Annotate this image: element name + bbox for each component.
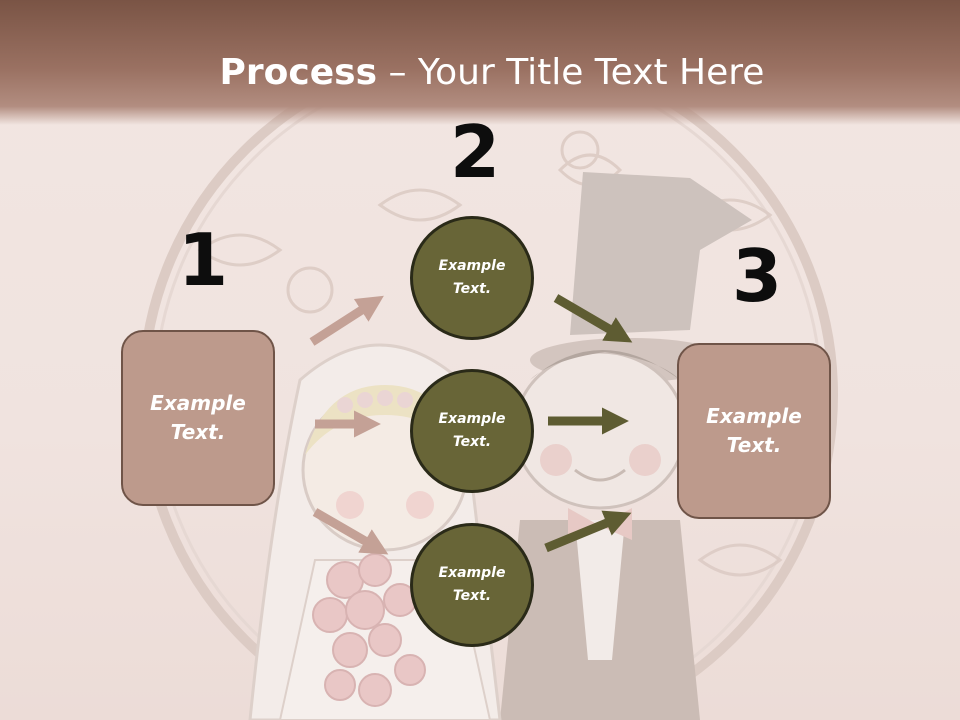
title-rest: – Your Title Text Here (377, 52, 765, 93)
step-circle-middle-label: Example Text. (438, 411, 506, 450)
arrow-icon (312, 508, 389, 555)
step-circle-bottom[interactable]: Example Text. (410, 523, 534, 647)
step-box-3-label: Example Text. (706, 404, 802, 457)
step-number-2: 2 (450, 110, 501, 194)
step-circle-top-label: Example Text. (438, 258, 506, 297)
arrow-icon (553, 294, 633, 343)
step-box-1-label: Example Text. (150, 391, 246, 444)
arrow-icon (309, 295, 384, 346)
step-circle-middle[interactable]: Example Text. (410, 369, 534, 493)
step-box-1[interactable]: Example Text. (121, 330, 275, 506)
step-number-1: 1 (178, 218, 229, 302)
slide-title: Process – Your Title Text Here (0, 52, 960, 93)
step-box-3[interactable]: Example Text. (677, 343, 831, 519)
arrow-icon (544, 510, 632, 553)
title-bold: Process (219, 52, 378, 93)
step-circle-bottom-label: Example Text. (438, 565, 506, 604)
step-circle-top[interactable]: Example Text. (410, 216, 534, 340)
step-number-3: 3 (732, 234, 783, 318)
title-bar (0, 0, 960, 125)
